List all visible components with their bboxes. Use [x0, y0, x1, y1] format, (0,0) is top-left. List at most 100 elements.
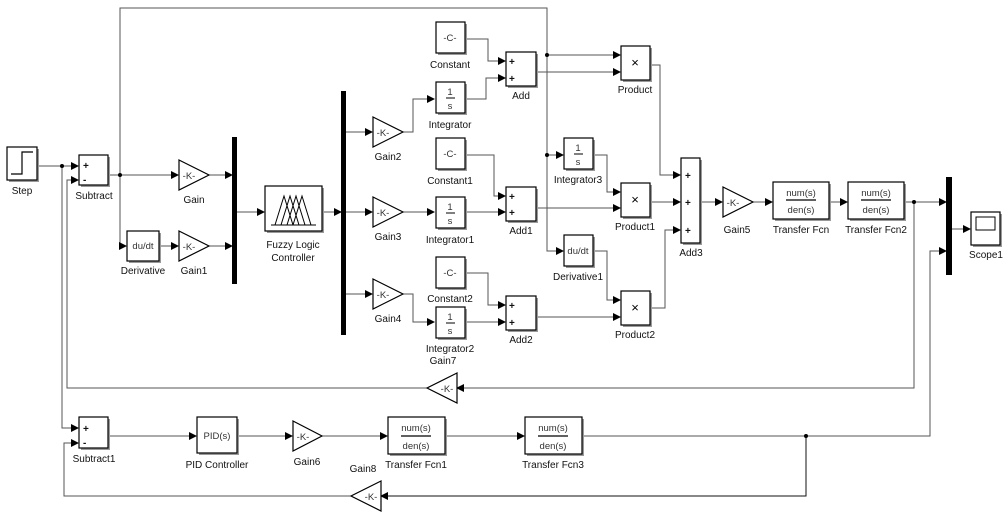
wire-constant2-add2 — [467, 272, 506, 309]
scope-label: Scope1 — [969, 250, 1003, 261]
gain5-block[interactable]: -K- Gain5 — [722, 186, 755, 236]
mux-bar[interactable] — [232, 137, 237, 284]
sign-plus: + — [83, 161, 89, 172]
transfer-fcn-block[interactable]: num(s) den(s) Transfer Fcn — [772, 181, 831, 236]
junction-dot — [118, 173, 122, 177]
derivative-text: du/dt — [132, 241, 153, 252]
step-block[interactable]: Step — [6, 146, 39, 197]
gain4-k: -K- — [377, 290, 390, 301]
subtract1-label: Subtract1 — [73, 454, 116, 465]
wire-gain2-integrator — [403, 95, 435, 133]
integrator3-label: Integrator3 — [554, 175, 603, 186]
integrator3-num: 1 — [575, 143, 580, 154]
wire-tf3-gain8 — [380, 436, 807, 500]
sign-plus: + — [509, 301, 515, 312]
junction-dot — [545, 153, 549, 157]
add2-block[interactable]: + + Add2 — [505, 295, 538, 346]
pid-controller-block[interactable]: PID(s) PID Controller — [186, 416, 249, 471]
pid-text: PID(s) — [204, 431, 231, 442]
gain3-label: Gain3 — [375, 232, 402, 243]
step-label: Step — [12, 186, 33, 197]
gain8-block[interactable]: -K- — [349, 480, 382, 512]
multiply-icon: × — [631, 55, 639, 70]
integrator-block[interactable]: 1 s Integrator — [429, 81, 472, 131]
wire-derivative1-product2 — [593, 250, 621, 304]
constant-block[interactable]: -C- Constant — [430, 21, 470, 71]
step-icon — [11, 151, 33, 175]
wire-integrator-add — [467, 74, 506, 100]
multiply-icon: × — [631, 192, 639, 207]
derivative1-block[interactable]: du/dt Derivative1 — [553, 234, 603, 283]
constant2-label: Constant2 — [427, 294, 473, 305]
subtract-block[interactable]: + - Subtract — [75, 154, 113, 202]
tf2-num: num(s) — [861, 188, 891, 199]
wire-product-add3 — [650, 64, 681, 179]
gain1-block[interactable]: -K- Gain1 — [178, 230, 211, 277]
junction-dots — [60, 53, 916, 438]
gain5-label: Gain5 — [724, 225, 751, 236]
gain8-label: Gain8 — [350, 464, 377, 475]
gain2-k: -K- — [377, 128, 390, 139]
integrator3-den: s — [576, 157, 581, 168]
product2-block[interactable]: × Product2 — [615, 290, 655, 341]
membership-functions-icon — [271, 194, 316, 226]
gain3-block[interactable]: -K- Gain3 — [372, 196, 405, 243]
product1-block[interactable]: × Product1 — [615, 182, 655, 233]
add3-block[interactable]: + + + Add3 — [679, 157, 703, 259]
add-block[interactable]: + + Add — [505, 51, 538, 102]
integrator3-block[interactable]: 1 s Integrator3 — [554, 137, 603, 186]
scope-block[interactable]: Scope1 — [969, 211, 1003, 261]
integrator2-den: s — [448, 326, 453, 337]
gain8-k: -K- — [365, 492, 378, 503]
gain2-label: Gain2 — [375, 152, 402, 163]
add2-label: Add2 — [509, 335, 533, 346]
transfer-fcn1-block[interactable]: num(s) den(s) Transfer Fcn1 — [385, 416, 447, 471]
sign-plus: + — [685, 226, 691, 237]
mux2-bar[interactable] — [946, 177, 952, 275]
gain7-k: -K- — [441, 384, 454, 395]
gain4-block[interactable]: -K- Gain4 — [372, 278, 405, 325]
integrator-num: 1 — [447, 87, 452, 98]
sign-plus: + — [83, 424, 89, 435]
integrator2-block[interactable]: 1 s Integrator2 — [426, 306, 475, 355]
pid-label: PID Controller — [186, 460, 249, 471]
integrator2-num: 1 — [447, 312, 452, 323]
wire-product2-add3 — [650, 226, 681, 309]
constant1-block[interactable]: -C- Constant1 — [427, 137, 473, 187]
constant2-block[interactable]: -C- Constant2 — [427, 256, 473, 305]
integrator1-block[interactable]: 1 s Integrator1 — [426, 196, 475, 246]
add1-label: Add1 — [509, 226, 533, 237]
wire-error-top-loop — [119, 7, 548, 175]
constant-label: Constant — [430, 60, 470, 71]
derivative-block[interactable]: du/dt Derivative — [121, 230, 166, 277]
wire-constant1-add1 — [467, 154, 506, 200]
fuzzy-logic-controller-block[interactable]: Fuzzy Logic Controller — [264, 185, 324, 264]
transfer-fcn3-block[interactable]: num(s) den(s) Transfer Fcn3 — [522, 416, 584, 471]
derivative1-label: Derivative1 — [553, 272, 603, 283]
gain-block[interactable]: -K- Gain — [178, 159, 211, 206]
add1-block[interactable]: + + Add1 — [505, 186, 538, 237]
integrator1-label: Integrator1 — [426, 235, 475, 246]
wire-tf2-gain7 — [456, 202, 915, 392]
product2-label: Product2 — [615, 330, 655, 341]
subtract1-block[interactable]: + - Subtract1 — [73, 416, 116, 465]
integrator-den: s — [448, 101, 453, 112]
sign-minus: - — [83, 438, 86, 449]
demux-bar[interactable] — [341, 91, 346, 335]
sign-plus: + — [509, 208, 515, 219]
transfer-fcn2-block[interactable]: num(s) den(s) Transfer Fcn2 — [845, 181, 907, 236]
product-label: Product — [618, 85, 653, 96]
tf1-den: den(s) — [403, 441, 430, 452]
product-block[interactable]: × Product — [618, 45, 653, 96]
gain1-label: Gain1 — [181, 266, 208, 277]
junction-dot — [912, 200, 916, 204]
gain6-block[interactable]: -K- Gain6 — [292, 420, 324, 468]
fuzzy-label-line1: Fuzzy Logic — [266, 240, 319, 251]
derivative1-text: du/dt — [567, 246, 588, 257]
sign-plus: + — [509, 318, 515, 329]
fuzzy-label-line2: Controller — [271, 253, 315, 264]
gain7-block[interactable]: -K- — [425, 372, 458, 404]
add-label: Add — [512, 91, 530, 102]
gain2-block[interactable]: -K- Gain2 — [372, 116, 405, 163]
wire-error-derivative1 — [546, 155, 564, 255]
